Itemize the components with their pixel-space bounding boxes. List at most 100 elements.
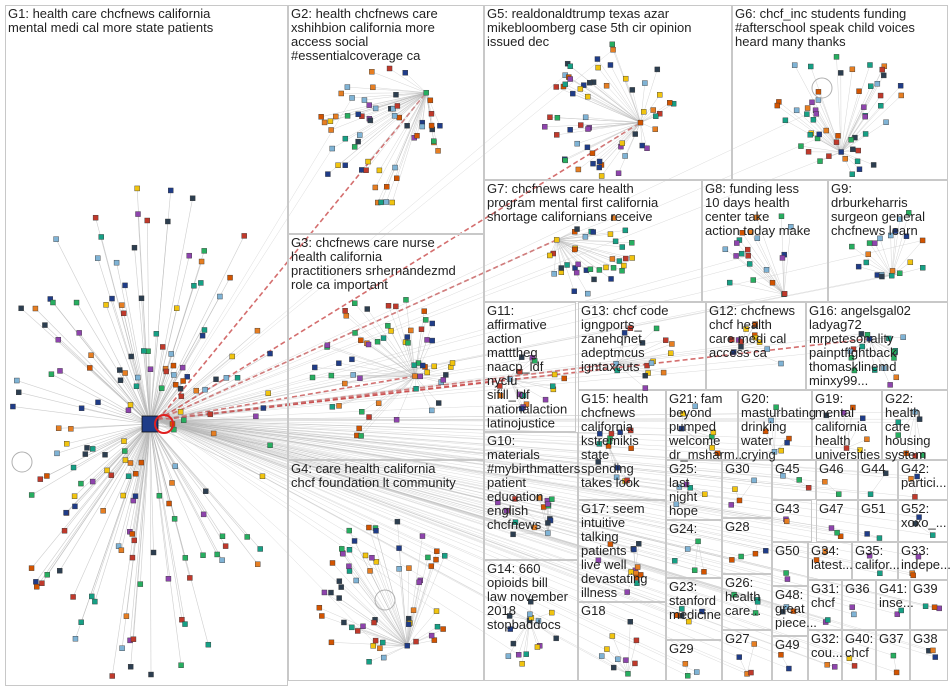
- group-panel-g39: [910, 580, 948, 630]
- node: [121, 438, 127, 444]
- node: [160, 344, 166, 350]
- edge: [840, 75, 884, 153]
- node: [753, 214, 760, 221]
- edge: [386, 92, 427, 203]
- node: [912, 494, 918, 500]
- edge: [898, 411, 916, 436]
- node: [535, 618, 542, 624]
- edge: [556, 239, 623, 248]
- node: [178, 393, 185, 399]
- edge: [553, 239, 557, 274]
- node: [372, 637, 379, 644]
- node: [431, 637, 438, 643]
- node: [912, 520, 918, 527]
- node: [431, 138, 437, 144]
- node: [629, 255, 635, 261]
- edge: [556, 231, 594, 241]
- node: [868, 83, 874, 89]
- node: [363, 167, 369, 173]
- edge: [395, 92, 427, 95]
- node: [319, 613, 325, 619]
- edge: [31, 423, 151, 569]
- edge: [593, 81, 641, 123]
- group-label-g30: G30: [725, 461, 750, 476]
- edge: [338, 375, 416, 407]
- node: [920, 452, 926, 458]
- node: [404, 643, 410, 649]
- node: [631, 546, 637, 553]
- node: [369, 69, 375, 75]
- node: [866, 552, 873, 559]
- node: [510, 640, 517, 647]
- edge: [640, 83, 646, 123]
- node: [198, 258, 205, 265]
- node: [57, 568, 63, 574]
- node: [642, 385, 649, 391]
- node: [604, 646, 610, 652]
- node: [88, 352, 94, 358]
- group-label-g50: G50: [775, 543, 800, 558]
- node: [353, 577, 359, 584]
- node: [148, 671, 154, 678]
- edge: [157, 419, 894, 656]
- node: [178, 662, 184, 668]
- node: [603, 82, 610, 89]
- edge: [379, 92, 427, 171]
- node: [360, 623, 366, 630]
- edge: [425, 92, 432, 114]
- group-label-g51: G51: [861, 501, 886, 516]
- node: [549, 609, 555, 616]
- node: [846, 655, 853, 661]
- node: [78, 619, 84, 625]
- node: [589, 150, 596, 156]
- node: [874, 80, 881, 87]
- node: [72, 635, 79, 642]
- node: [117, 367, 123, 373]
- edge: [149, 423, 173, 484]
- node: [547, 114, 553, 120]
- edge: [157, 419, 783, 476]
- node: [879, 66, 885, 73]
- edge: [608, 445, 626, 482]
- node: [685, 673, 691, 679]
- edge: [157, 419, 548, 534]
- node: [517, 391, 523, 398]
- edge: [355, 580, 408, 646]
- edge: [347, 86, 427, 93]
- node: [318, 114, 324, 120]
- group-label-g49: G49: [775, 637, 800, 652]
- node: [200, 511, 207, 518]
- node: [617, 429, 623, 435]
- node: [842, 156, 848, 162]
- node: [336, 403, 342, 409]
- edge: [914, 476, 918, 497]
- node: [109, 673, 115, 679]
- node: [807, 132, 813, 138]
- edge: [508, 619, 530, 657]
- group-label-g35: G35:califor...: [855, 543, 900, 572]
- node: [28, 565, 35, 571]
- node: [744, 246, 751, 253]
- node: [429, 320, 436, 327]
- node: [342, 380, 348, 387]
- node: [679, 606, 685, 612]
- node: [575, 166, 582, 173]
- node: [848, 354, 855, 361]
- node: [648, 360, 655, 366]
- node: [428, 563, 434, 569]
- node: [147, 366, 154, 372]
- node: [609, 633, 616, 639]
- edge: [681, 406, 696, 429]
- group-panel-g12: [706, 302, 806, 390]
- node: [131, 244, 138, 251]
- edge: [632, 89, 641, 123]
- node: [627, 325, 633, 331]
- edge: [46, 423, 151, 477]
- group-label-g41: G41:inse...: [879, 581, 914, 610]
- node: [371, 619, 377, 626]
- node: [809, 99, 815, 106]
- node: [734, 240, 740, 246]
- node: [55, 337, 62, 343]
- node: [553, 84, 559, 90]
